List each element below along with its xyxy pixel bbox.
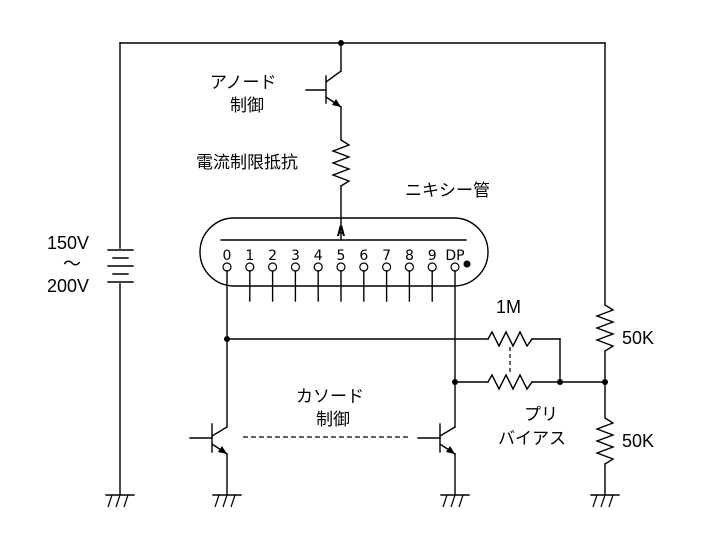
cathode-pin-terminal-8 bbox=[404, 262, 414, 272]
prebias-divider bbox=[595, 42, 615, 495]
cathode-pin-terminal-3 bbox=[290, 262, 300, 272]
cathode-pin-terminal-1 bbox=[245, 262, 255, 272]
cathode-pin-terminal-0 bbox=[222, 262, 232, 272]
cathode-pin-label-8: 8 bbox=[405, 248, 414, 264]
cathode-control-transistor-right bbox=[417, 423, 456, 495]
cathode-pin-terminal-7 bbox=[382, 262, 392, 272]
prebias-label-1: プリ bbox=[524, 405, 558, 425]
ground-symbol-right-transistor bbox=[440, 494, 470, 508]
nixie-tube bbox=[199, 217, 489, 287]
prebias-label-2: バイアス bbox=[498, 429, 566, 449]
cathode-pin-label-5: 5 bbox=[337, 248, 346, 264]
anode-control-label-1: アノード bbox=[210, 73, 276, 93]
cathode-control-label-2: 制御 bbox=[316, 410, 350, 430]
cathode-control-label-1: カソード bbox=[296, 387, 364, 407]
resistor-1m-label: 1M bbox=[496, 297, 521, 317]
ground-symbol-battery bbox=[105, 494, 135, 508]
cathode-pin-label-3: 3 bbox=[291, 248, 300, 264]
cathode-pin-label-2: 2 bbox=[268, 248, 277, 264]
anode-control-label-2: 制御 bbox=[230, 96, 264, 116]
cathode-pin-terminal-9 bbox=[427, 262, 437, 272]
cathode-pin-terminal-2 bbox=[268, 262, 278, 272]
cathode-pin-terminal-6 bbox=[359, 262, 369, 272]
resistor-1m-lower bbox=[487, 373, 608, 391]
supply-voltage-tilde: 〜 bbox=[63, 254, 81, 274]
ground-symbol-left-transistor bbox=[212, 494, 242, 508]
cathode-pin-label-4: 4 bbox=[314, 248, 323, 264]
cathode-control-transistor-left bbox=[189, 423, 228, 495]
anode-pin-label: A bbox=[337, 224, 346, 240]
cathode-pin-label-dp: DP bbox=[445, 248, 464, 264]
resistor-50k-top-label: 50K bbox=[622, 328, 654, 348]
cathode-pin-terminal-4 bbox=[313, 262, 323, 272]
supply-voltage-top: 150V bbox=[47, 233, 89, 253]
cathode-pin-label-0: 0 bbox=[223, 248, 232, 264]
cathode-pin-label-7: 7 bbox=[382, 248, 391, 264]
top-supply-rail bbox=[119, 40, 606, 46]
battery-supply bbox=[107, 42, 134, 495]
current-limit-resistor-label: 電流制限抵抗 bbox=[196, 153, 298, 173]
cathode-pin-label-1: 1 bbox=[245, 248, 254, 264]
supply-voltage-bottom: 200V bbox=[47, 276, 89, 296]
cathode-pin-terminal-dp bbox=[450, 262, 460, 272]
cathode-pin-label-6: 6 bbox=[359, 248, 368, 264]
nixie-tube-label: ニキシー管 bbox=[405, 181, 490, 201]
current-limit-resistor bbox=[331, 139, 351, 241]
anode-control-transistor bbox=[305, 42, 342, 141]
cathode-pin-terminal-5 bbox=[336, 262, 346, 272]
resistor-50k-bottom-label: 50K bbox=[622, 431, 654, 451]
ground-symbol-divider bbox=[590, 494, 620, 508]
cathode-bus-wiring bbox=[224, 270, 489, 428]
cathode-pin-label-9: 9 bbox=[428, 248, 437, 264]
resistor-1m-upper bbox=[487, 330, 561, 383]
